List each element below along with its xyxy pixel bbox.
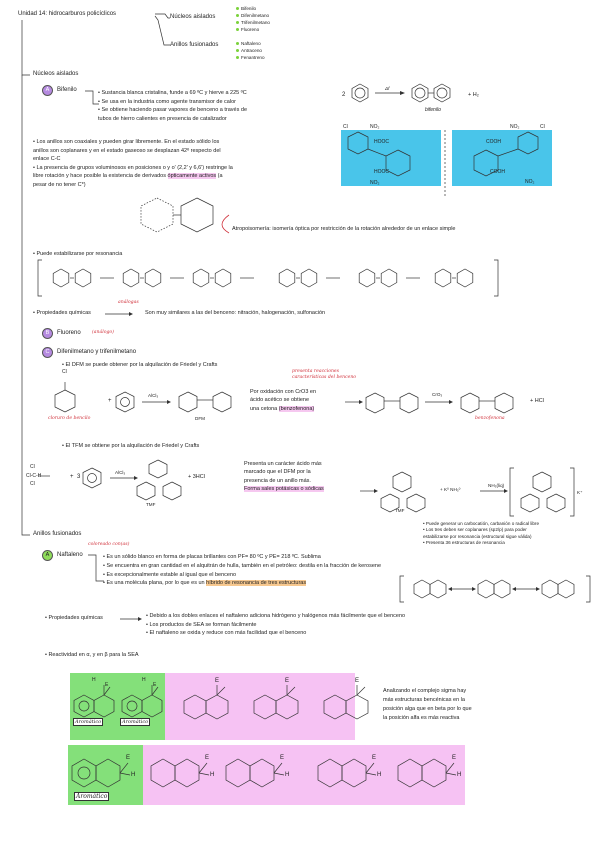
tfm-notes: • Puede generar un carbocatión, carbanió… (423, 521, 540, 546)
dfm-benzyl-label: cloruro de bencilo (48, 416, 91, 421)
bifenilo-structure-notes: • Los anillos son coaxiales y pueden gir… (33, 139, 233, 188)
biphenyl-resonance-structures (37, 259, 499, 297)
atropisomer-right-bg (452, 130, 552, 186)
dfm-oxidant: CrO₃ (432, 392, 443, 397)
reaction-benzene (351, 83, 451, 103)
nucleos-heading: Núcleos aislados (33, 71, 79, 77)
unit-title: Unidad 14: hidrocarburos policíclicos (18, 11, 117, 17)
reaction-condition: Δf (385, 86, 390, 91)
dfm-label: DFM (195, 416, 205, 421)
dfm-oxidation: Por oxidación con CrO3 en ácido acético … (250, 389, 317, 412)
resonance-structure (278, 268, 318, 288)
prop-fus-lines: • Debido a los dobles enlaces el naftale… (146, 613, 406, 637)
alpha-sigma-complexes (73, 685, 369, 720)
branch-fusionados-list: Naftaleno Antraceno Fenantreno (236, 40, 265, 61)
fluoreno-title: Fluoreno (57, 330, 81, 336)
dfm-oxidation-scheme (345, 392, 514, 414)
prop-quimicas-text: Son muy similares a las del benceno: nit… (145, 310, 326, 316)
branch-nucleos-list: Bifenilo Difenilmetano Trifenilmetano Fl… (236, 5, 270, 33)
dfm-line: • El DFM se puede obtener por la alquila… (62, 362, 218, 368)
header-tree-lines (21, 13, 170, 536)
resonance-structure (434, 268, 474, 288)
atropo-arrow (221, 214, 230, 234)
alpha-aromatic-label-2: Aromático (120, 718, 151, 726)
tfm-nh3: NH₃(liq) (488, 483, 505, 488)
tfm-reaction (38, 459, 182, 501)
prop-fus-label: • Propiedades químicas (45, 615, 103, 621)
badge-a: A (42, 85, 53, 96)
beta-sigma-complexes (71, 758, 457, 788)
reaction-coef: 2 (342, 92, 346, 98)
tfm-catalyst: AlCl₃ (115, 470, 126, 475)
highlight-opticamente-activos: ópticamente activos (167, 173, 217, 180)
alpha-aromatic-bg (70, 673, 165, 740)
atropisomer-structures (347, 130, 539, 198)
prop-quimicas-label: • Propiedades químicas (33, 310, 91, 316)
naftaleno-title: Naftaleno (57, 552, 83, 558)
tfm-k: + K⁰ NH₃⁰ (440, 487, 461, 492)
badge-c: C (42, 347, 53, 358)
benzofenona-label: benzofenona (475, 416, 505, 421)
bifenilo-arrow (85, 90, 99, 105)
tfm-label-2: TMF (395, 508, 405, 513)
bifenilo-facts: • Sustancia blanca cristalina, funde a 6… (98, 90, 248, 122)
prop-fus-arrow (120, 617, 142, 621)
atropisomer-left-bg (341, 130, 441, 186)
tfm-salt-scheme (360, 467, 575, 517)
dfm-hcl: + HCl (530, 398, 544, 404)
bifenilo-title: Bifenilo (57, 87, 77, 93)
highlight-benzofenona: (benzofenona) (278, 405, 315, 412)
beta-nonaromatic-bg (143, 745, 465, 805)
reactividad-line: • Reactividad en α, y en β para la SEA (45, 652, 139, 658)
reaction-product-label: bifenilo (425, 107, 441, 113)
resonance-structure (52, 268, 92, 288)
resonance-structure (358, 268, 398, 288)
badge-naftaleno: A (42, 550, 53, 561)
prop-quimicas-arrow (105, 312, 133, 316)
beta-aromatic-label: Aromático (74, 792, 110, 801)
complex-conclusion: Analizando el complejo sigma hay más est… (383, 688, 472, 721)
naftaleno-resonance (399, 575, 591, 603)
dfm-reaction (54, 382, 232, 413)
naftaleno-note: coloreado con(as) (88, 542, 130, 547)
resonancia-line: • Puede estabilizarse por resonancia (33, 251, 123, 257)
highlight-hibrido: híbrido de resonancia de tres estructura… (206, 580, 307, 587)
atropoisomeria: Atropoisomería: isomería óptica por rest… (232, 226, 456, 232)
tfm-acid: Presenta un carácter ácido más marcado q… (244, 461, 324, 493)
alpha-nonaromatic-bg (165, 673, 355, 740)
naftaleno-facts: • Es un sólido blanco en forma de placas… (103, 554, 382, 587)
tfm-coef: 3 (77, 474, 81, 480)
dfm-catalyst: AlCl₃ (148, 393, 159, 398)
tfm-label: TMF (146, 502, 156, 507)
naftaleno-arrow (88, 554, 104, 582)
tfm-hcl: + 3HCl (188, 474, 205, 480)
branch-nucleos: Núcleos aislados (170, 14, 216, 20)
highlight-sales: Forma sales potásicas o sódicas (244, 486, 324, 493)
biphenyl-numbered (140, 197, 214, 233)
fluoreno-note: (análogo) (92, 330, 114, 335)
fusionados-heading: Anillos fusionados (33, 531, 82, 537)
dfm-tfm-title: Difenilmetano y trifenilmetano (57, 349, 137, 355)
tfm-kplus: K⁺ (577, 490, 583, 495)
prop-quimicas-note: análogas (118, 300, 139, 305)
badge-b: B (42, 328, 53, 339)
branch-fusionados: Anillos fusionados (170, 42, 219, 48)
reaction-h2: + H₂ (468, 92, 479, 98)
alpha-aromatic-label-1: Aromático (73, 718, 104, 726)
tfm-line: • El TFM se obtiene por la alquilación d… (62, 443, 200, 449)
resonance-structure (122, 268, 162, 288)
resonance-structure (192, 268, 232, 288)
